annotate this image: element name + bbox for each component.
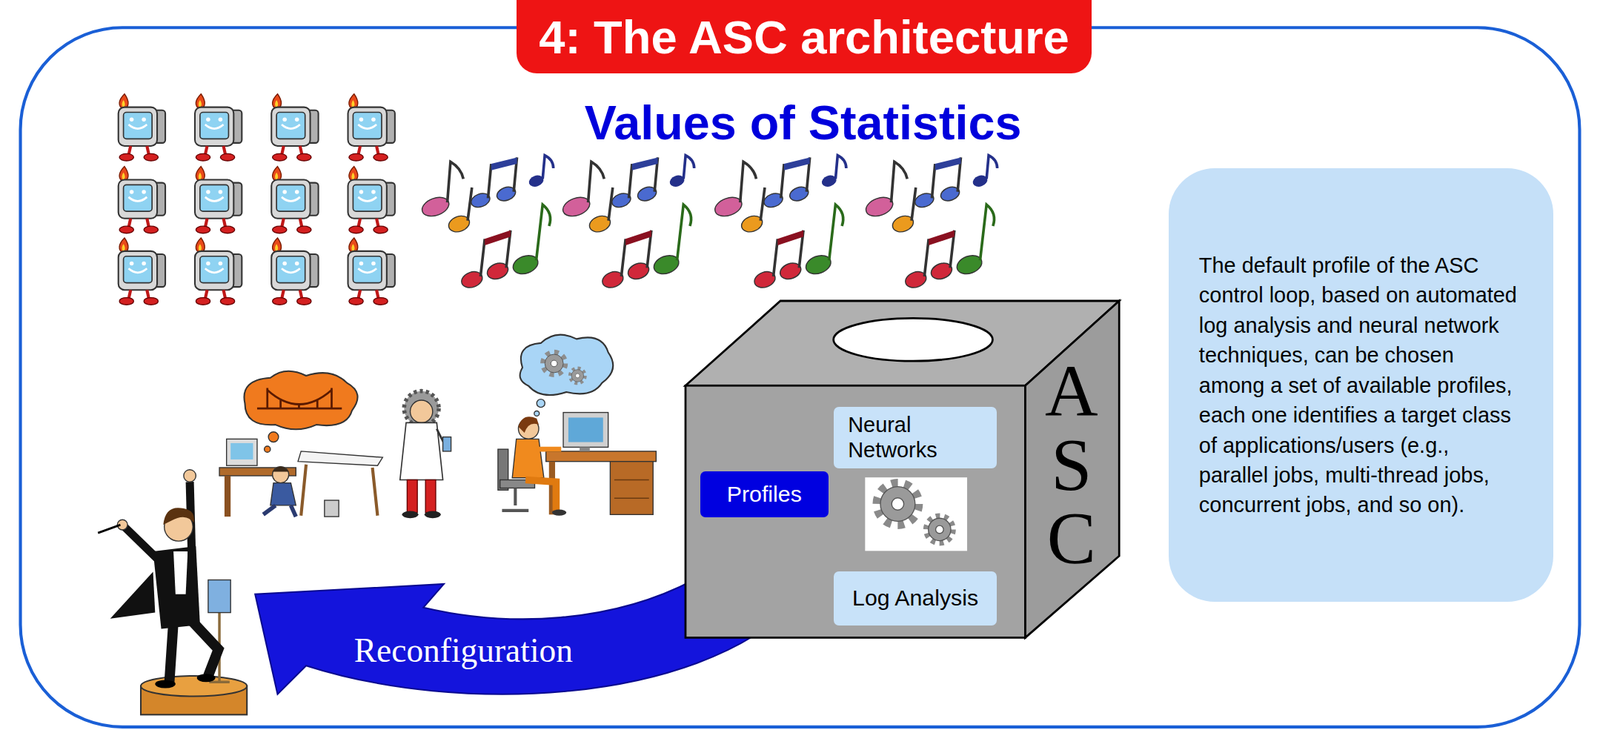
module-box: Profiles <box>700 471 829 518</box>
title-text: 4: The ASC architecture <box>538 10 1070 64</box>
box-text: The default profile of the ASC control l… <box>1199 250 1523 521</box>
computers <box>118 94 395 305</box>
arrow-label: Reconfiguration <box>354 632 573 670</box>
label-anchor: Reconfiguration <box>354 631 573 670</box>
module-box: Log Analysis <box>833 571 997 626</box>
module-box: Neural Networks <box>833 406 997 469</box>
frame <box>20 27 1580 728</box>
title-banner: 4: The ASC architecture <box>516 0 1092 74</box>
cube-letters: ASC <box>1034 354 1108 575</box>
box-text: Log Analysis <box>839 585 991 612</box>
conductor-figure <box>97 469 247 716</box>
box-text: Profiles <box>708 481 821 508</box>
cube-front <box>685 385 1026 638</box>
programmer-figure <box>498 334 656 516</box>
cube-side <box>1025 300 1120 638</box>
gears-panel <box>865 477 968 551</box>
label-anchor: Values of Statistics <box>284 94 1323 151</box>
note-box: The default profile of the ASC control l… <box>1168 168 1554 602</box>
section-heading: Values of Statistics <box>584 95 1022 150</box>
cube-opening <box>833 318 994 362</box>
asc-cube: ASC Neural NetworksProfilesLog Analysis <box>685 300 1120 638</box>
scientist-figure <box>400 391 452 519</box>
gear <box>926 515 954 543</box>
box-text: Neural Networks <box>847 412 983 463</box>
gear <box>877 483 919 525</box>
music-notes <box>419 155 998 291</box>
engineer-figure <box>219 371 383 517</box>
